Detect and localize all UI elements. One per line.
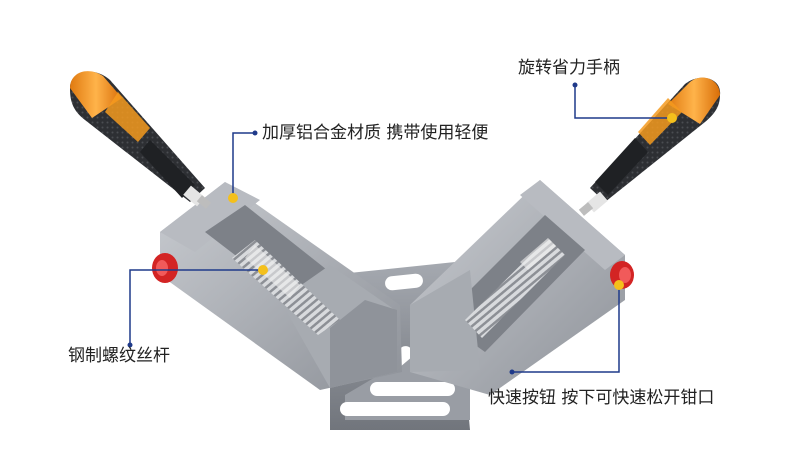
callout-handle: 旋转省力手柄	[518, 58, 620, 78]
callout-material: 加厚铝合金材质 携带使用轻便	[262, 123, 489, 143]
callout-leaders	[129, 85, 672, 373]
callout-button: 快速按钮 按下可快速松开钳口	[488, 388, 715, 408]
callout-dots	[127, 82, 677, 375]
left-quick-release-button	[152, 253, 178, 283]
right-vise-body	[410, 180, 625, 395]
left-handle	[70, 71, 212, 209]
right-handle	[578, 77, 721, 216]
callout-screw: 钢制螺纹丝杆	[68, 346, 170, 366]
left-vise-body	[160, 182, 402, 390]
